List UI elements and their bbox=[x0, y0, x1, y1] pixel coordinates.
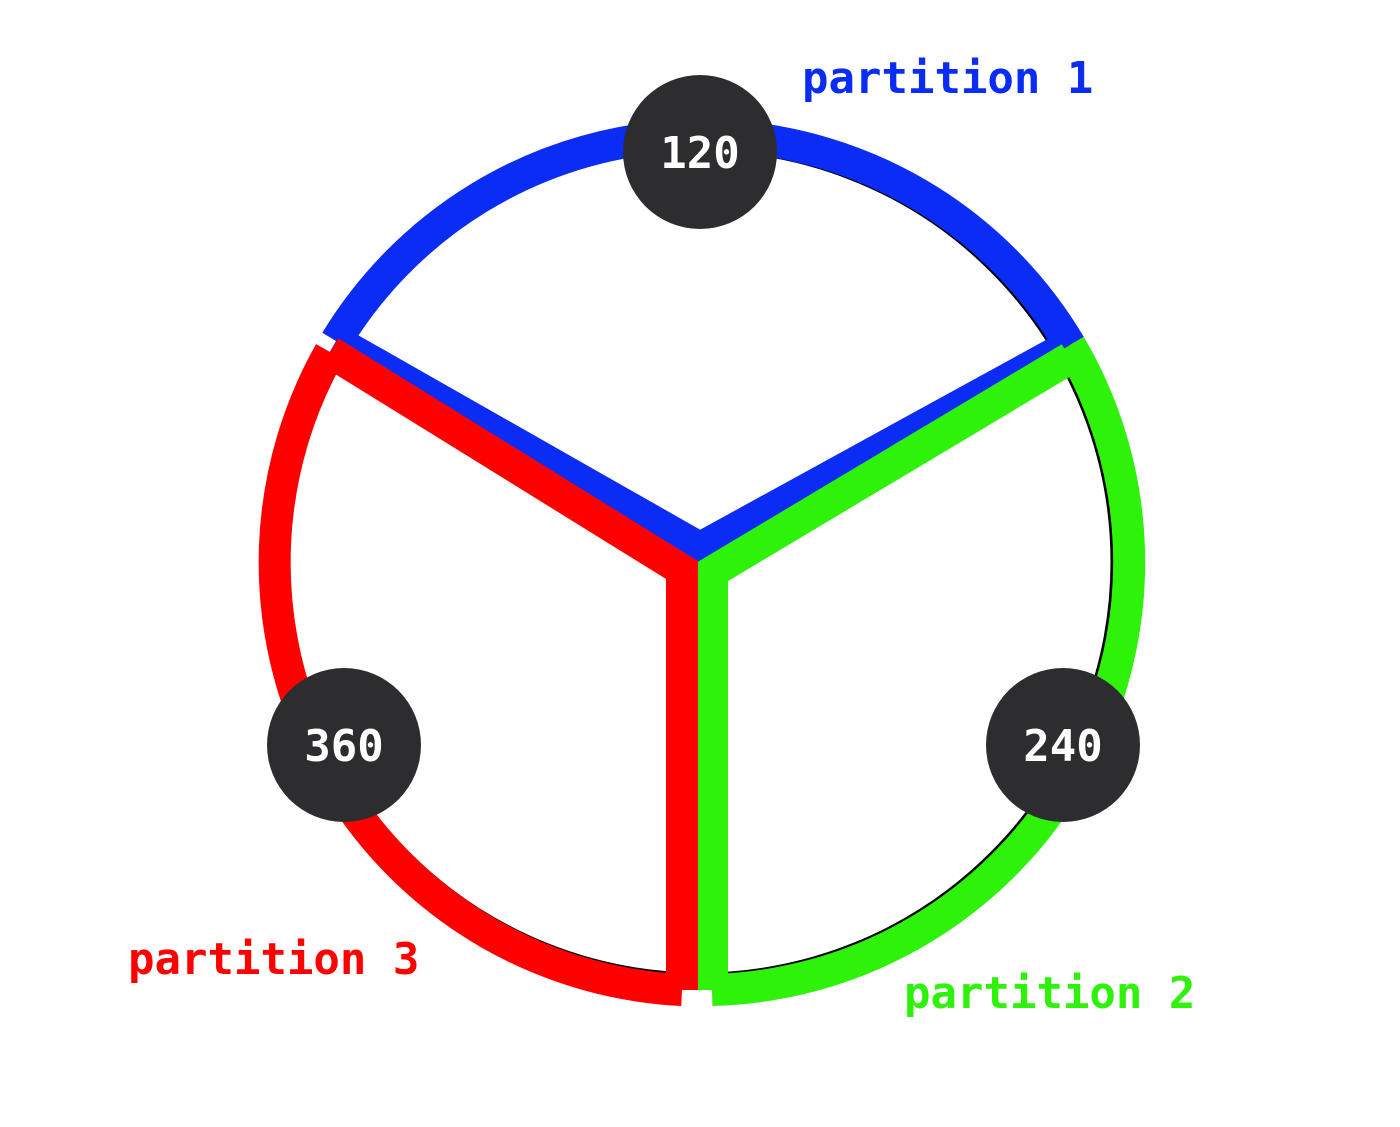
node-360-value: 360 bbox=[304, 721, 383, 772]
partition-3-label: partition 3 bbox=[128, 934, 419, 985]
node-240: 240 bbox=[986, 668, 1140, 822]
node-120-circle bbox=[623, 75, 777, 229]
node-120: 120 bbox=[623, 75, 777, 229]
partition-3-edges bbox=[321, 338, 698, 990]
partition-1-edges bbox=[328, 327, 1078, 567]
node-360: 360 bbox=[267, 668, 421, 822]
node-120-value: 120 bbox=[660, 128, 739, 179]
partition-2-edges bbox=[696, 344, 1079, 990]
partition-1-label: partition 1 bbox=[802, 53, 1093, 104]
partition-2-sector bbox=[696, 336, 1146, 1006]
node-240-value: 240 bbox=[1023, 721, 1102, 772]
node-360-circle bbox=[267, 668, 421, 822]
partition-2-label: partition 2 bbox=[904, 968, 1195, 1019]
node-240-circle bbox=[986, 668, 1140, 822]
